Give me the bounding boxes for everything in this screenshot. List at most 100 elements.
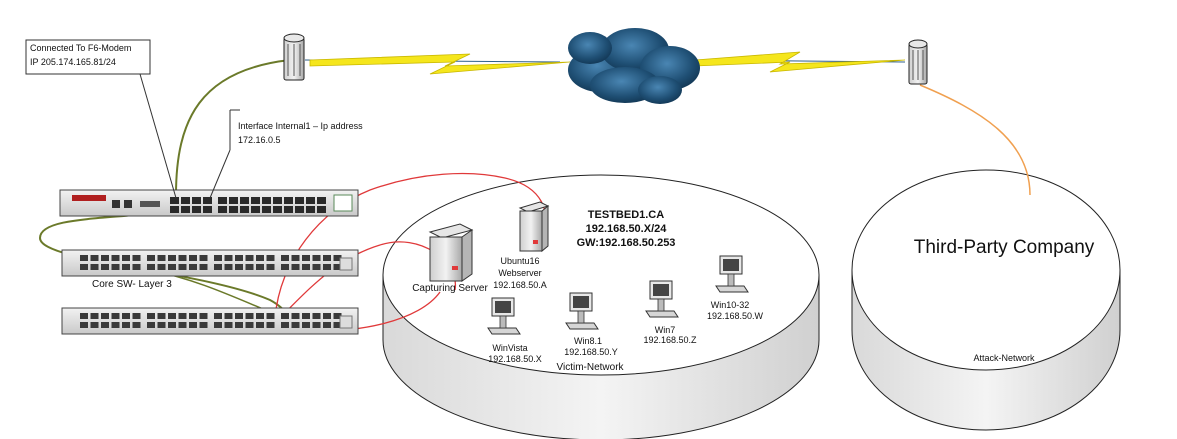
firewall-port xyxy=(262,206,271,213)
switch-port xyxy=(80,264,88,270)
switch-port xyxy=(224,255,233,261)
firewall-port xyxy=(251,197,260,204)
core-switch-icon xyxy=(61,249,359,277)
switch-port xyxy=(90,255,99,261)
victim-subnet: 192.168.50.X/24 xyxy=(585,223,667,235)
firewall-port xyxy=(306,197,315,204)
switch-port xyxy=(132,322,141,328)
switch-port xyxy=(157,264,166,270)
switch-port xyxy=(90,313,99,319)
host-winvista-name: WinVista xyxy=(492,343,528,353)
switch-port xyxy=(235,322,243,328)
switch-port xyxy=(291,264,300,270)
switch-port xyxy=(235,255,243,261)
switch-port xyxy=(80,313,88,319)
switch-port xyxy=(281,322,289,328)
webserver-icon xyxy=(518,201,550,253)
switch-port xyxy=(333,255,342,261)
switch-port xyxy=(178,255,187,261)
switch-port xyxy=(168,255,176,261)
access-switch-icon xyxy=(61,307,359,335)
switch-port xyxy=(245,322,254,328)
firewall-port xyxy=(295,206,304,213)
victim-network-label: Victim-Network xyxy=(556,362,624,373)
switch-port xyxy=(235,313,243,319)
switch-port xyxy=(312,255,321,261)
switch-port xyxy=(122,264,130,270)
host-win10-name: Win10-32 xyxy=(710,300,750,310)
firewall-port xyxy=(229,206,238,213)
webserver-name: Ubuntu16 xyxy=(500,256,540,266)
switch-port xyxy=(101,255,109,261)
switch-port xyxy=(132,255,141,261)
switch-port xyxy=(245,255,254,261)
switch-port xyxy=(312,264,321,270)
switch-port xyxy=(111,264,120,270)
workstation-win10-icon xyxy=(715,255,749,293)
switch-port xyxy=(323,322,331,328)
switch-port xyxy=(333,264,342,270)
switch-port xyxy=(302,322,310,328)
switch-port xyxy=(122,313,130,319)
modem-callout-box xyxy=(25,39,151,75)
firewall-port xyxy=(317,206,326,213)
iface-callout-leader xyxy=(209,149,231,199)
switch-port xyxy=(235,264,243,270)
switch-port xyxy=(147,313,155,319)
firewall-port xyxy=(203,206,212,213)
red-cable-capture xyxy=(274,172,547,319)
lightning-left-icon xyxy=(309,53,571,75)
switch-port xyxy=(168,264,176,270)
switch-port xyxy=(291,313,300,319)
switch-port xyxy=(157,322,166,328)
switch-port xyxy=(178,264,187,270)
switch-port xyxy=(245,264,254,270)
switch-port xyxy=(256,322,264,328)
switch-port xyxy=(214,313,222,319)
switch-port xyxy=(245,313,254,319)
switch-port xyxy=(101,264,109,270)
switch-port xyxy=(302,264,310,270)
host-win10-ip: 192.168.50.W xyxy=(706,311,764,321)
switch-port xyxy=(266,313,275,319)
orange-cable-attack xyxy=(919,84,1031,196)
modem-callout-leader xyxy=(139,73,177,199)
workstation-winvista-icon xyxy=(487,297,521,335)
internet-cloud-icon xyxy=(568,28,700,104)
switch-port xyxy=(291,322,300,328)
firewall-port xyxy=(251,206,260,213)
olive-cable-modem xyxy=(175,59,291,196)
switch-port xyxy=(147,264,155,270)
switch-port xyxy=(147,322,155,328)
host-winvista-ip: 192.168.50.X xyxy=(488,354,542,364)
switch-port xyxy=(224,322,233,328)
switch-port xyxy=(101,313,109,319)
switch-port xyxy=(312,313,321,319)
workstation-win7-icon xyxy=(645,280,679,318)
lightning-right-icon xyxy=(694,51,906,73)
attack-network-disk xyxy=(851,169,1121,431)
firewall-port xyxy=(181,206,190,213)
firewall-port xyxy=(295,197,304,204)
switch-port xyxy=(224,313,233,319)
switch-port xyxy=(189,255,197,261)
switch-port xyxy=(122,255,130,261)
iface-callout-line2: 172.16.0.5 xyxy=(238,135,281,145)
switch-port xyxy=(101,322,109,328)
firewall-port xyxy=(284,206,293,213)
firewall-port xyxy=(262,197,271,204)
switch-port xyxy=(147,255,155,261)
victim-gateway: GW:192.168.50.253 xyxy=(576,237,676,249)
switch-port xyxy=(111,255,120,261)
switch-port xyxy=(157,313,166,319)
switch-port xyxy=(281,264,289,270)
switch-port xyxy=(323,255,331,261)
switch-port xyxy=(199,322,208,328)
firewall-port xyxy=(170,197,179,204)
firewall-port xyxy=(203,197,212,204)
switch-port xyxy=(302,255,310,261)
switch-port xyxy=(323,264,331,270)
switch-port xyxy=(168,322,176,328)
switch-port xyxy=(132,313,141,319)
